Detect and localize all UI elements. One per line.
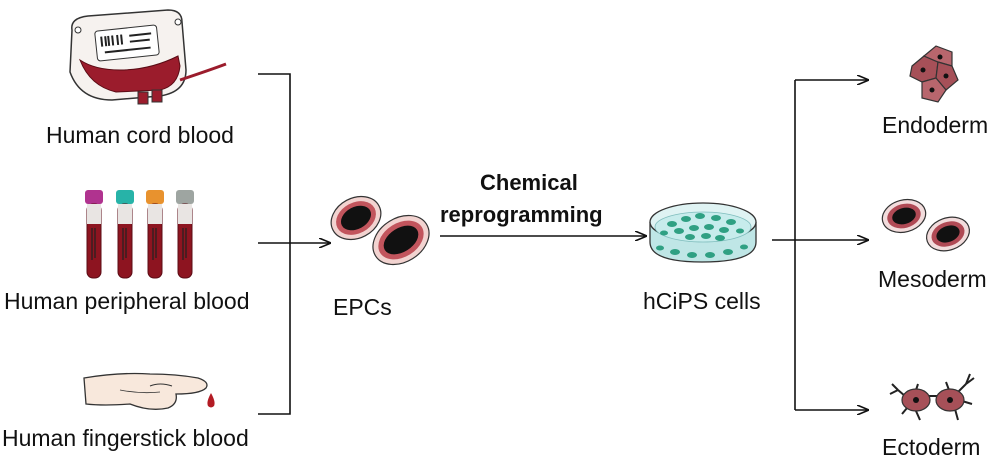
- mesoderm-cells-icon: [881, 198, 970, 252]
- label-cord-blood: Human cord blood: [46, 122, 234, 148]
- label-epcs: EPCs: [333, 294, 392, 320]
- endoderm-cells-icon: [909, 45, 959, 103]
- label-process-line2: reprogramming: [440, 202, 603, 227]
- label-process-line1: Chemical: [480, 170, 578, 195]
- label-ectoderm: Ectoderm: [882, 434, 981, 460]
- finger-prick-icon: [83, 372, 215, 410]
- label-hcips-cells: hCiPS cells: [643, 288, 761, 314]
- blood-bag-icon: [69, 9, 227, 105]
- label-endoderm: Endoderm: [882, 112, 989, 138]
- epc-cells-icon: [330, 195, 430, 266]
- label-fingerstick-blood: Human fingerstick blood: [2, 425, 249, 451]
- label-peripheral-blood: Human peripheral blood: [4, 288, 250, 314]
- petri-dish-icon: [649, 202, 757, 263]
- ectoderm-cells-icon: [889, 373, 975, 421]
- lineage-branch: [772, 80, 796, 410]
- label-mesoderm: Mesoderm: [878, 266, 987, 292]
- blood-tubes-icon: [85, 190, 194, 279]
- source-bracket: [258, 73, 291, 415]
